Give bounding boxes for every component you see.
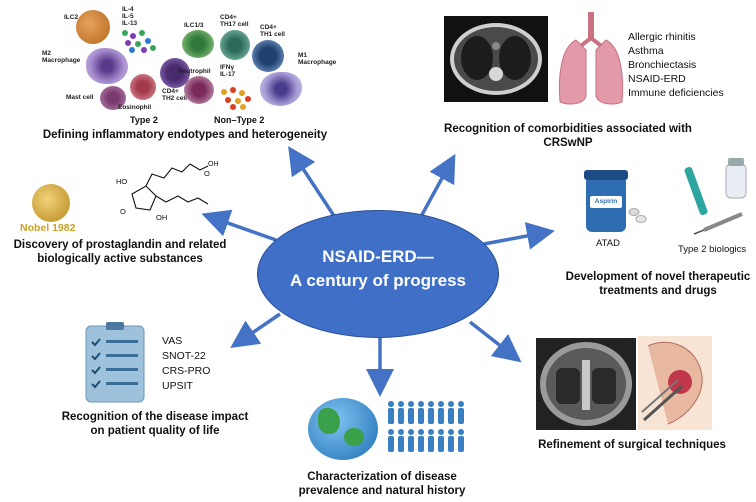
svg-text:O: O	[204, 169, 210, 178]
cd4-th1-icon	[252, 40, 284, 72]
ct-chest-icon	[450, 23, 542, 95]
comorbidities-caption: Recognition of comorbidities associated …	[444, 123, 692, 149]
atad-label: ATAD	[596, 238, 620, 249]
prevalence-caption: Characterization of disease prevalence a…	[298, 471, 466, 497]
lungs-icon	[558, 12, 624, 105]
prostaglandin-structure-icon: HO OH O O OH	[116, 161, 218, 222]
nontype2-label: Non–Type 2	[214, 115, 265, 125]
arrow-therapeutics	[483, 222, 555, 250]
center-title-line2: A century of progress	[289, 271, 467, 290]
cd4-th1-label: CD4+ TH1 cell	[260, 24, 285, 38]
pills-icon	[628, 208, 647, 223]
arrow-prostaglandin	[201, 209, 277, 242]
therapeutics-caption: Development of novel therapeutic treatme…	[565, 271, 751, 297]
ilc2-label: ILC2	[64, 14, 79, 21]
ilc2-cell-icon	[76, 10, 110, 44]
qol-item: UPSIT	[162, 380, 193, 392]
mast-cell-label: Mast cell	[66, 94, 94, 101]
surgery-caption: Refinement of surgical techniques	[538, 439, 726, 451]
nobel-badge: Nobel 1982	[20, 222, 76, 234]
m1-macrophage-label: M1 Macrophage	[298, 52, 337, 66]
svg-text:O: O	[120, 207, 126, 216]
qol-item: VAS	[162, 335, 183, 347]
il-list: IL-4 IL-5 IL-13	[122, 6, 138, 27]
svg-text:OH: OH	[156, 213, 167, 222]
svg-text:OH: OH	[208, 161, 218, 168]
ifn-dots-icon	[221, 87, 251, 110]
qol-item: CRS-PRO	[162, 365, 211, 377]
prostaglandin-caption: Discovery of prostaglandin and related b…	[13, 239, 227, 265]
m2-macrophage-icon	[86, 48, 128, 84]
cd4-th17-icon	[220, 30, 250, 60]
comorbidity-list: Allergic rhinitis Asthma Bronchiectasis …	[628, 30, 724, 100]
neutrophil-icon	[184, 76, 214, 104]
comorbidity-item: Immune deficiencies	[628, 87, 724, 99]
ilc13-label: ILC1/3	[184, 22, 204, 29]
aspirin-label: Aspirin	[590, 196, 622, 208]
m1-macrophage-icon	[260, 72, 302, 106]
cytokine-dots-icon	[122, 30, 156, 53]
center-title-line1: NSAID-ERD—	[322, 247, 434, 266]
comorbidity-item: NSAID-ERD	[628, 73, 686, 85]
ilc13-icon	[182, 30, 214, 58]
ifn-label: IFNγ IL-17	[220, 64, 236, 78]
checklist-icon	[85, 322, 145, 403]
arrow-surgery	[468, 320, 522, 363]
mast-cell-icon	[100, 86, 126, 110]
neutrophil-label: Neutrophil	[178, 68, 211, 75]
type2-label: Type 2	[130, 115, 158, 125]
cd4-th2-label: CD4+ TH2 cell	[162, 88, 187, 102]
ct-sinus-image	[536, 338, 636, 430]
population-icon	[388, 401, 464, 452]
endotypes-panel: ILC2 IL-4 IL-5 IL-13 M2 Macrophage Mast …	[40, 0, 336, 142]
m2-macrophage-label: M2 Macrophage	[42, 50, 81, 64]
arrow-endotypes	[288, 146, 342, 226]
comorbidity-item: Bronchiectasis	[628, 59, 697, 71]
qol-item: SNOT-22	[162, 350, 206, 362]
arrow-comorbidities	[416, 153, 456, 223]
endotypes-caption: Defining inflammatory endotypes and hete…	[42, 129, 328, 141]
endoscopic-surgery-icon	[638, 336, 712, 430]
ct-sinus-icon	[540, 342, 632, 426]
eosinophil-icon	[130, 74, 156, 100]
eosinophil-label: Eosinophil	[118, 104, 152, 111]
globe-icon	[308, 398, 378, 460]
qol-caption: Recognition of the disease impact on pat…	[61, 411, 249, 437]
center-ellipse: NSAID-ERD— A century of progress	[257, 210, 499, 338]
biologics-icon	[684, 158, 747, 235]
qol-instrument-list: VAS SNOT-22 CRS-PRO UPSIT	[162, 334, 210, 394]
arrow-quality	[230, 312, 281, 348]
aspirin-bottle-icon: Aspirin	[584, 170, 628, 232]
comorbidity-item: Allergic rhinitis	[628, 31, 696, 43]
cd4-th17-label: CD4+ TH17 cell	[220, 14, 249, 28]
svg-text:HO: HO	[116, 177, 127, 186]
comorbidity-item: Asthma	[628, 45, 664, 57]
ct-chest-image	[444, 16, 548, 102]
nobel-medal-icon	[32, 184, 70, 222]
biologics-label: Type 2 biologics	[678, 244, 747, 255]
